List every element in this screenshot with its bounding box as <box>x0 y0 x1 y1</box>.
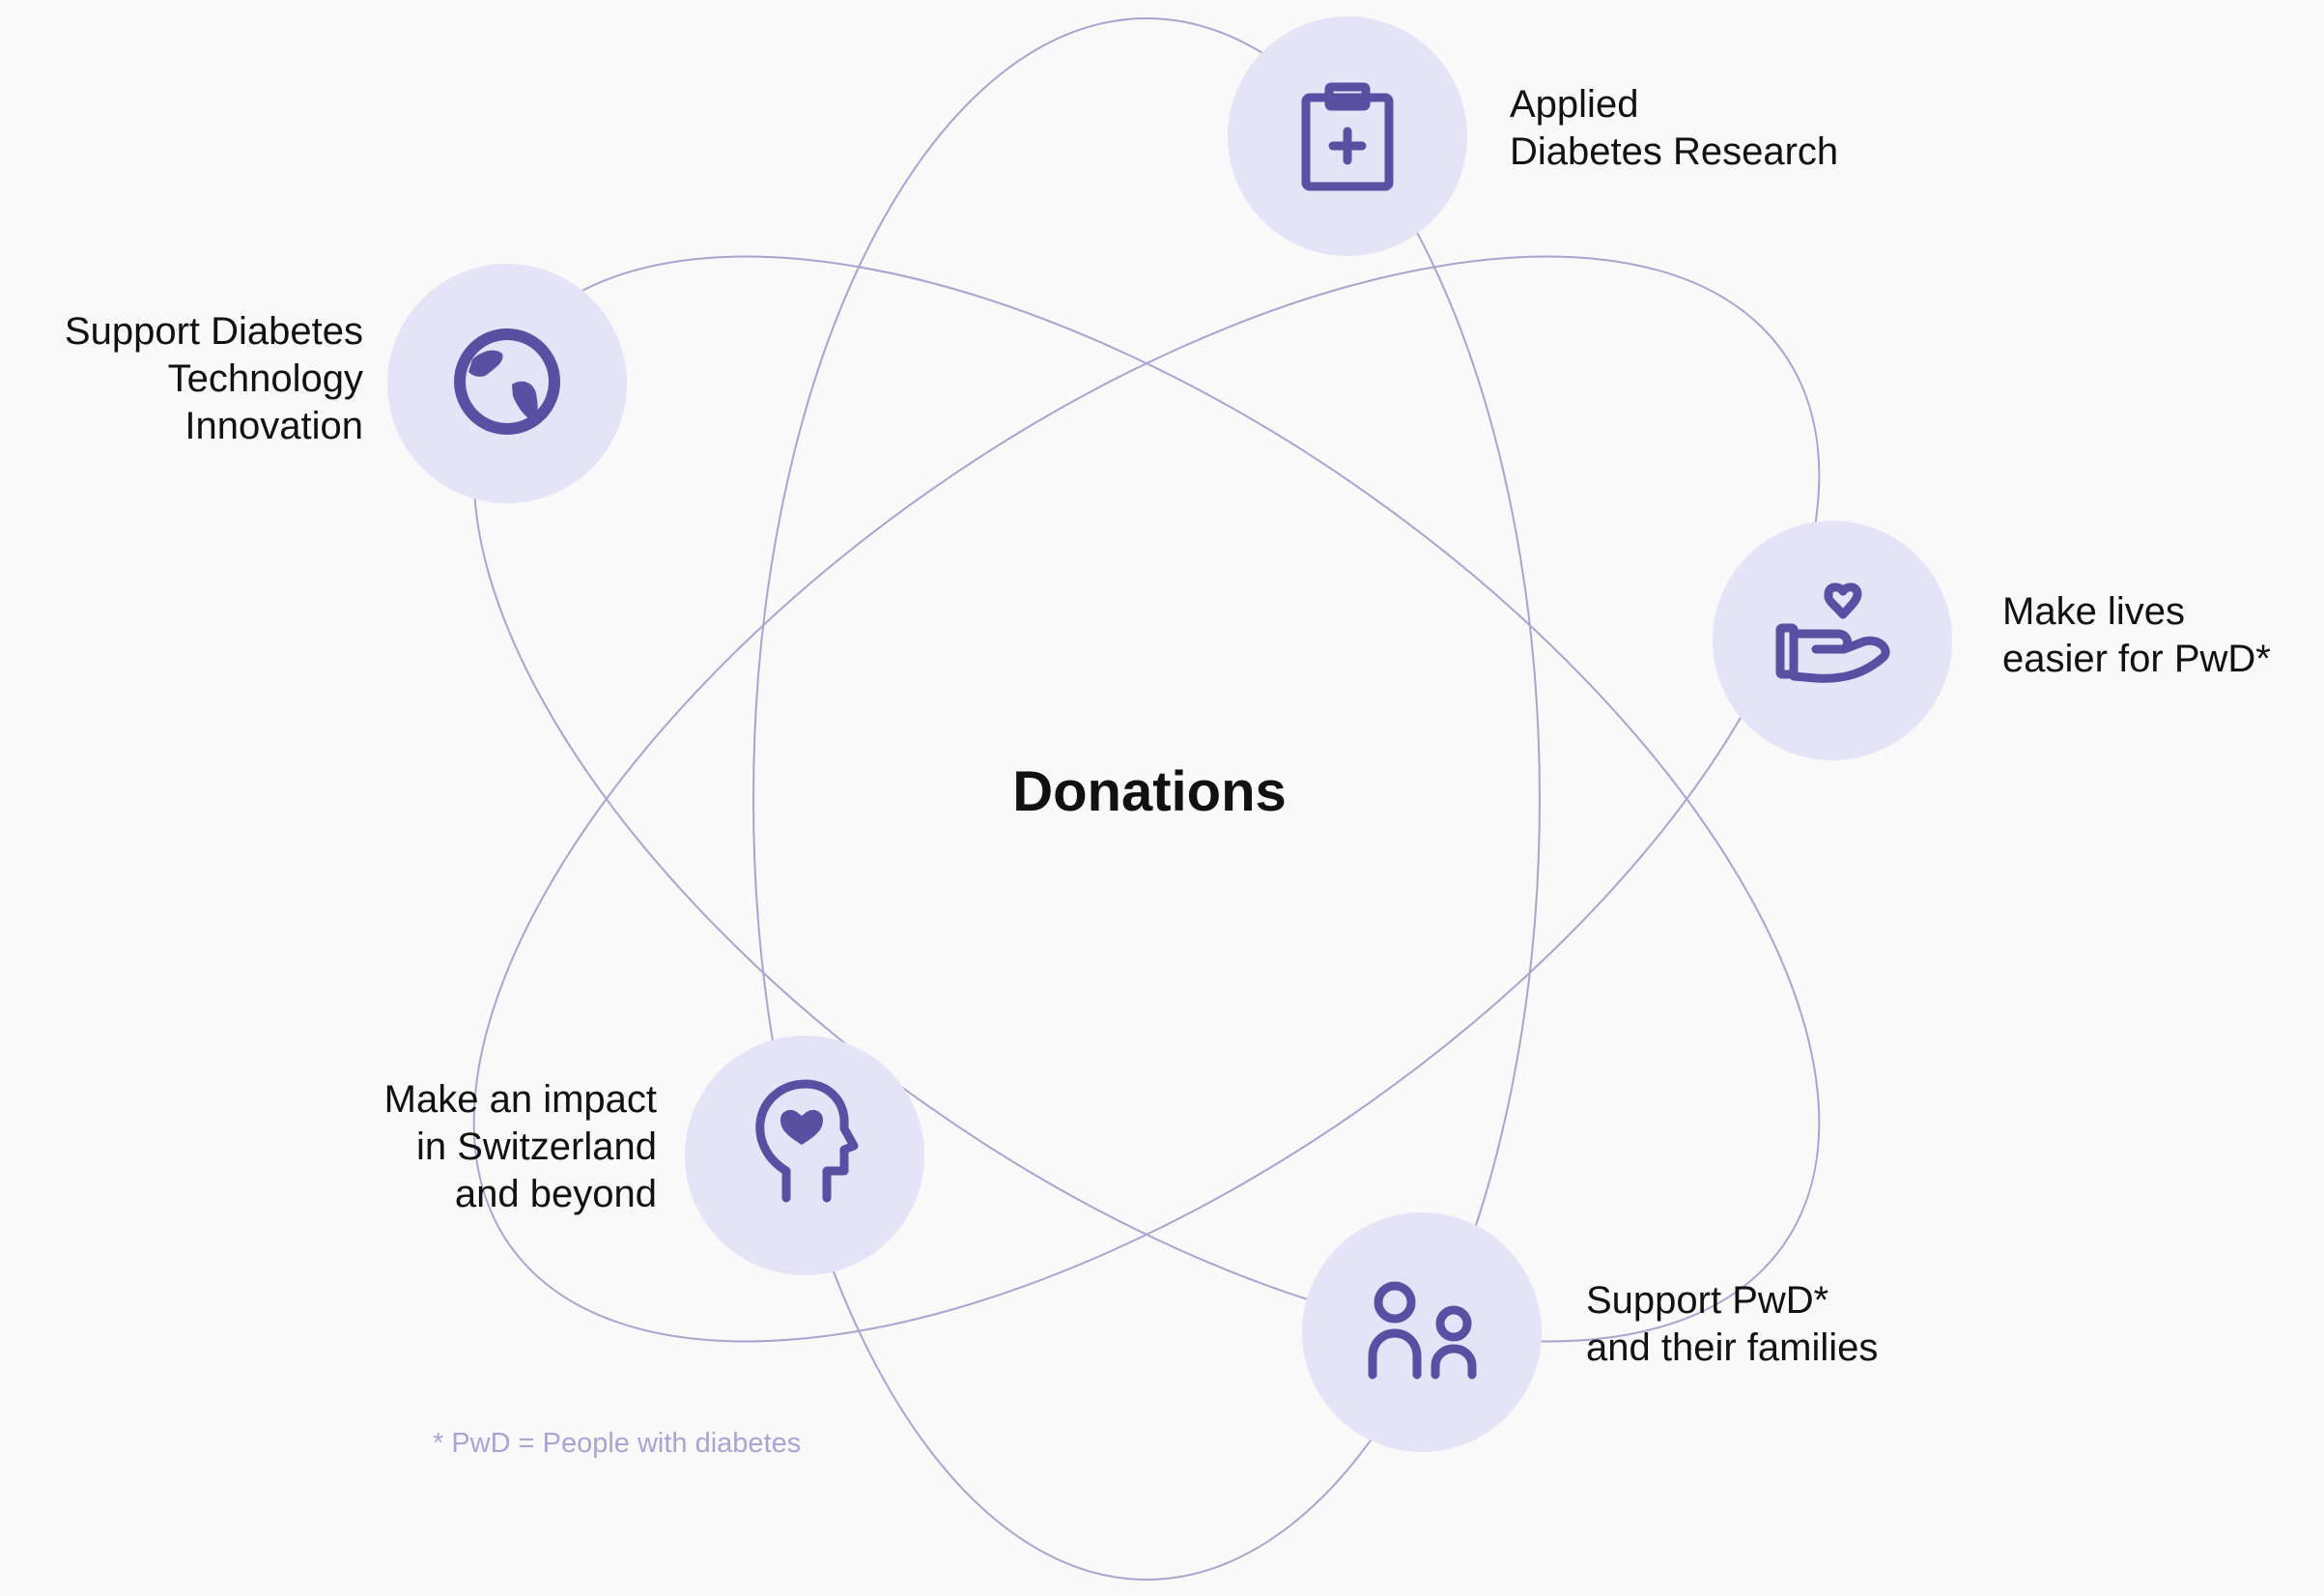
people-icon <box>1368 1281 1477 1380</box>
label-make-lives-easier: Make lives easier for PwD* <box>2002 590 2271 680</box>
label-applied-research: Applied Diabetes Research <box>1510 83 1839 173</box>
footnote: * PwD = People with diabetes <box>433 1428 802 1459</box>
node-support-families <box>1302 1212 1542 1452</box>
clipboard-medical-icon <box>1301 82 1394 191</box>
label-technology-innovation: Support Diabetes Technology Innovation <box>64 310 363 447</box>
head-heart-icon <box>755 1079 859 1203</box>
node-make-lives-easier <box>1713 521 1952 760</box>
orbit-ring-vertical <box>752 17 1541 1581</box>
globe-icon <box>454 328 560 435</box>
node-applied-research <box>1228 16 1467 256</box>
node-make-an-impact <box>685 1036 924 1275</box>
orbit-ring-right-tilt <box>472 255 1821 1343</box>
hand-heart-icon <box>1775 583 1890 683</box>
label-support-families: Support PwD* and their families <box>1586 1279 1879 1369</box>
node-technology-innovation <box>387 264 627 503</box>
center-title: Donations <box>1012 760 1287 823</box>
label-make-an-impact: Make an impact in Switzerland and beyond <box>383 1078 657 1215</box>
